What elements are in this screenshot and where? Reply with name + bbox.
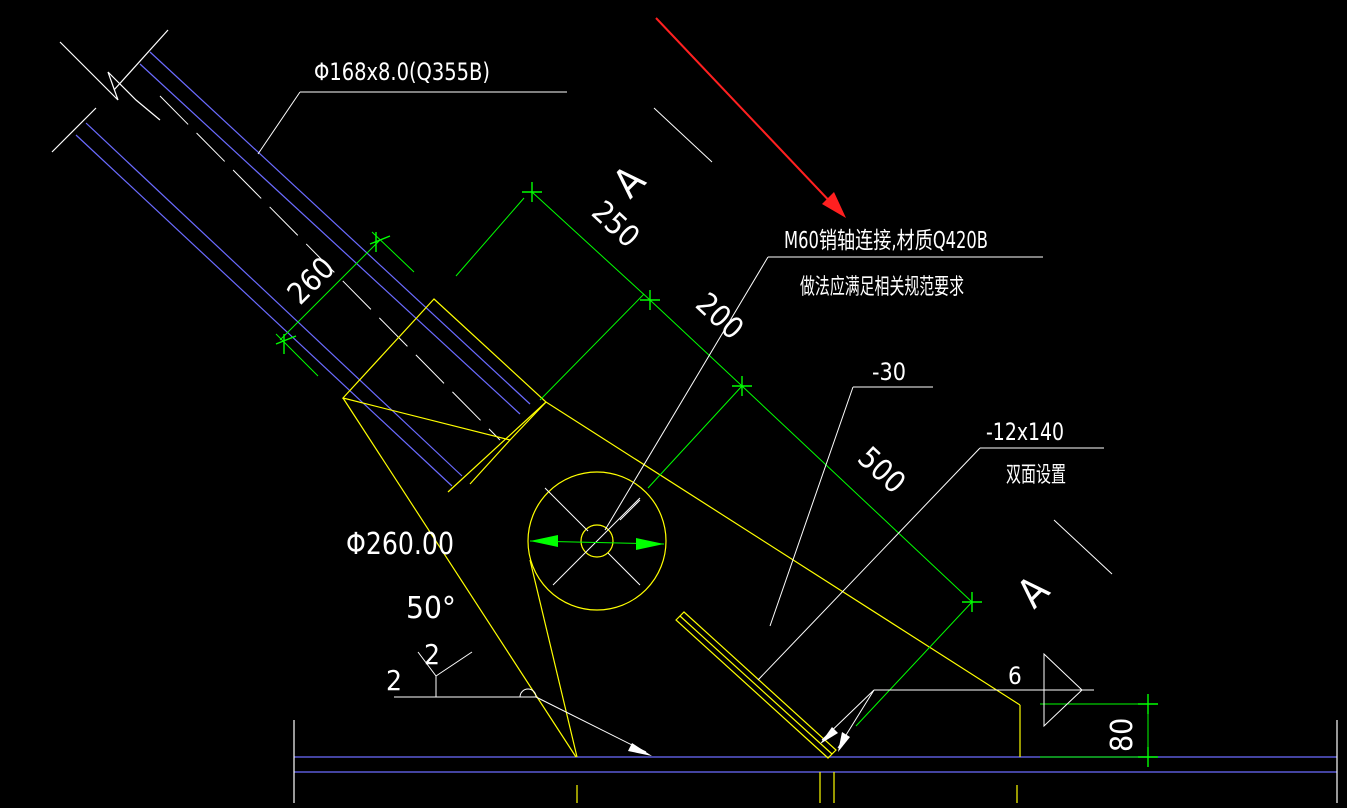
pin-connection-note: M60销轴连接,材质Q420B [784,228,988,254]
leader-lines [257,91,1113,753]
weld-size-label-b: 2 [424,638,440,671]
dimension-80: 80 [1105,718,1140,752]
leader-arrowheads [628,727,850,756]
weld-size-label-a: 2 [386,664,402,697]
dimension-ticks [275,182,1158,767]
stiffener-plate [675,611,837,759]
highlight-arrow [655,17,846,218]
code-requirement-note: 做法应满足相关规范要求 [800,275,964,300]
pipe-centerline [159,95,501,441]
section-mark-bottom: A [1009,567,1059,617]
steel-pipe [75,51,531,487]
weld-size-label-right: 6 [1008,662,1022,690]
angle-label: 50° [406,591,456,626]
stiffener-both-sides-note: 双面设置 [1006,463,1066,488]
stiffener-spec-label: -12x140 [986,418,1064,446]
dimension-500: 500 [851,440,913,501]
base-plate [293,720,1338,803]
dimension-lines [275,191,1156,764]
pin-dimension-arrows [530,535,664,550]
pipe-break-symbol [51,29,169,153]
pin-crosshair [544,487,641,586]
dimension-200: 200 [689,286,751,347]
pipe-spec-label: Φ168x8.0(Q355B) [314,58,490,86]
pin-circle-diameter-label: Φ260.00 [346,527,454,562]
plate-thickness-label: -30 [872,358,906,386]
dimension-260: 260 [281,250,342,311]
